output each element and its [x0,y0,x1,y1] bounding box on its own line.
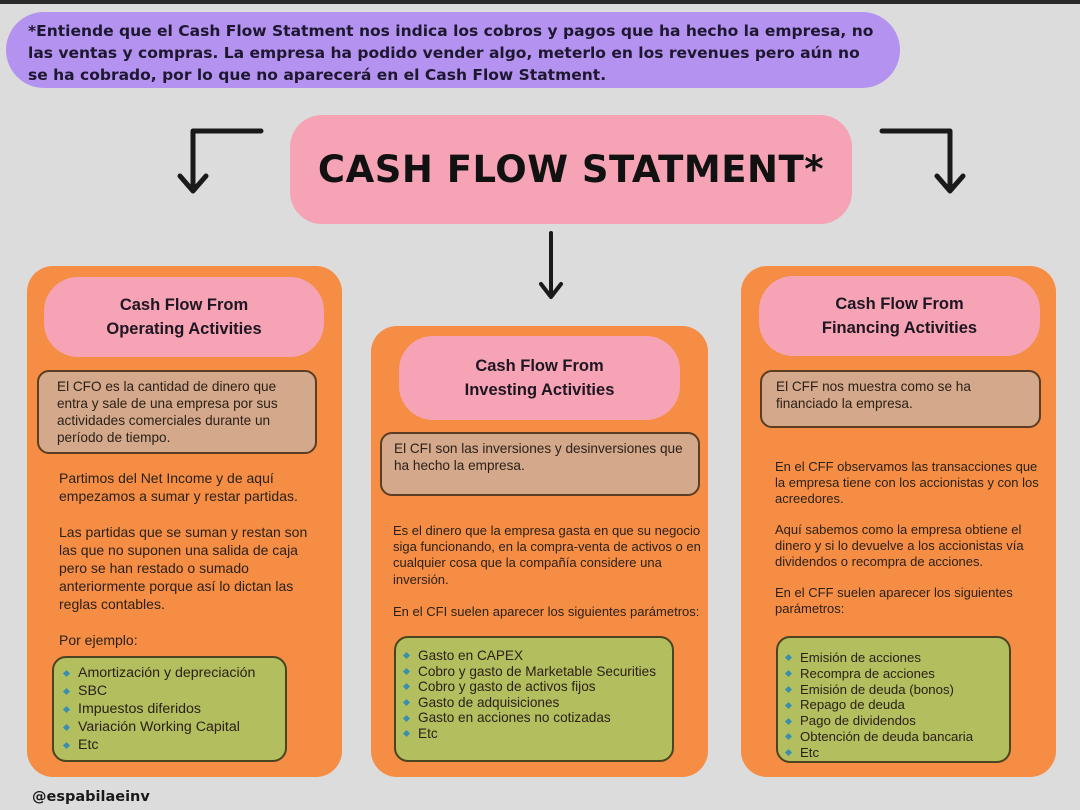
list-item: Gasto en CAPEX [402,648,672,664]
page-title: CASH FLOW STATMENT* [317,148,825,191]
bullet-icon [402,730,411,738]
bullet-icon [402,699,411,707]
list-item: Variación Working Capital [62,718,285,736]
financing-heading-line2: Financing Activities [821,319,978,337]
investing-definition: El CFI son las inversiones y desinversio… [380,432,700,496]
investing-paragraph: En el CFI suelen aparecer los siguientes… [393,603,700,619]
list-item: Gasto de adquisiciones [402,694,672,711]
operating-heading-line1: Cash Flow From [119,296,249,314]
list-item-label: Cobro y gasto de activos fijos [418,679,596,695]
list-item-label: Etc [78,737,99,753]
list-item-label: Obtención de deuda bancaria [800,728,974,744]
list-item: Impuestos diferidos [62,700,285,718]
list-item: Cobro y gasto de activos fijos [402,679,672,695]
list-item-label: Gasto de adquisiciones [418,694,560,710]
list-item: Repago de deuda [784,697,1009,713]
top-border [0,0,1080,4]
arrow-down-icon [539,231,563,299]
bullet-icon [62,741,71,749]
bullet-icon [62,705,71,713]
financing-definition: El CFF nos muestra como se ha financiado… [760,370,1041,428]
bullet-icon [402,652,411,660]
list-item-label: Recompra de acciones [800,665,935,681]
list-item-label: Impuestos diferidos [78,701,202,717]
list-item-label: Amortización y depreciación [78,665,256,681]
list-item-label: Pago de dividendos [800,713,916,729]
list-item-label: Repago de deuda [800,697,905,713]
bullet-icon [784,749,793,757]
bullet-icon [784,733,793,741]
list-item-label: Gasto en acciones no cotizadas [418,710,611,726]
list-item-label: Etc [800,744,820,760]
investing-items-list: Gasto en CAPEX Cobro y gasto de Marketab… [394,636,674,762]
bullet-icon [402,683,411,691]
operating-paragraph: Partimos del Net Income y de aquí empeza… [59,470,298,504]
author-handle: @espabilaeinv [32,789,150,805]
list-item: Emisión de acciones [784,650,1009,666]
financing-items-list: Emisión de acciones Recompra de acciones… [776,636,1011,763]
investing-heading-line1: Cash Flow From [475,357,604,375]
bullet-icon [784,717,793,725]
bullet-icon [784,654,793,662]
list-item: Obtención de deuda bancaria [784,728,1009,745]
operating-description: Partimos del Net Income y de aquí empeza… [59,469,321,667]
list-item-label: Emisión de acciones [800,650,921,665]
financing-description: En el CFF observamos las transacciones q… [775,459,1045,632]
bullet-icon [62,687,71,695]
operating-paragraph: Por ejemplo: [59,632,138,648]
financing-heading: Cash Flow From Financing Activities [759,276,1040,356]
list-item-label: Variación Working Capital [78,719,240,735]
bullet-icon [784,685,793,694]
list-item: Gasto en acciones no cotizadas [402,710,672,726]
list-item: Emisión de deuda (bonos) [784,681,1009,698]
operating-heading: Cash Flow From Operating Activities [44,277,324,357]
list-item: Etc [402,725,672,742]
investing-paragraph: Es el dinero que la empresa gasta en que… [393,523,701,587]
operating-paragraph: Las partidas que se suman y restan son l… [59,524,308,612]
arrow-left-icon [177,128,264,194]
financing-paragraph: Aquí sabemos como la empresa obtiene el … [775,522,1024,569]
list-item: Cobro y gasto de Marketable Securities [402,663,672,680]
bullet-icon [784,670,793,678]
title-box: CASH FLOW STATMENT* [290,115,852,224]
bullet-icon [784,701,793,709]
list-item-label: Cobro y gasto de Marketable Securities [418,663,657,679]
investing-heading: Cash Flow From Investing Activities [399,336,680,420]
note-banner: *Entiende que el Cash Flow Statment nos … [6,12,900,88]
list-item-label: Etc [418,725,438,741]
list-item: Amortización y depreciación [62,664,285,682]
list-item: Etc [784,744,1009,761]
list-item: Etc [62,736,285,754]
operating-items-list: Amortización y depreciación SBC Impuesto… [52,656,287,762]
investing-description: Es el dinero que la empresa gasta en que… [393,523,705,636]
investing-heading-line2: Investing Activities [464,381,615,399]
list-item-label: SBC [78,683,108,699]
list-item: Pago de dividendos [784,713,1009,729]
bullet-icon [62,669,71,677]
operating-heading-line2: Operating Activities [106,320,262,338]
financing-heading-line1: Cash Flow From [835,295,964,313]
bullet-icon [402,714,411,722]
operating-definition: El CFO es la cantidad de dinero que entr… [37,370,317,454]
financing-paragraph: En el CFF observamos las transacciones q… [775,459,1039,506]
list-item-label: Gasto en CAPEX [418,648,524,663]
bullet-icon [402,667,411,675]
list-item: SBC [62,682,285,700]
arrow-right-icon [879,128,966,194]
financing-paragraph: En el CFF suelen aparecer los siguientes… [775,585,1013,616]
list-item: Recompra de acciones [784,665,1009,682]
list-item-label: Emisión de deuda (bonos) [800,681,954,697]
bullet-icon [62,723,71,731]
